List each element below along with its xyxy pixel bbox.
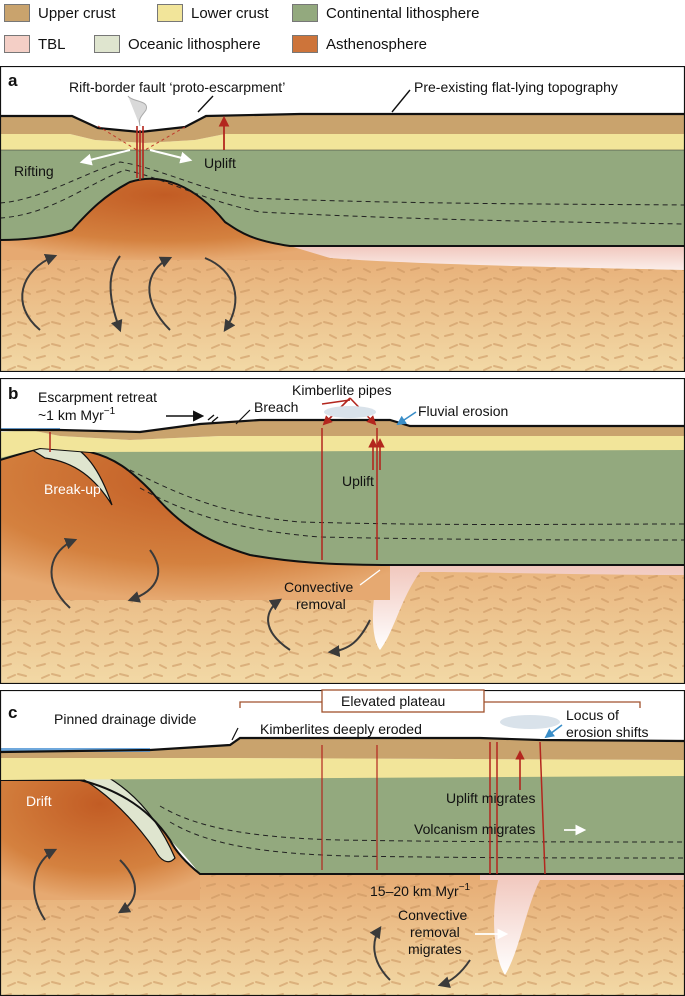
swatch-upper-crust (4, 4, 30, 22)
legend-label: Continental lithosphere (326, 4, 480, 22)
legend-upper-crust: Upper crust (4, 4, 116, 22)
fluvial-erosion-label: Fluvial erosion (418, 403, 508, 419)
swatch-tbl (4, 35, 30, 53)
uplift-migrates-label: Uplift migrates (446, 790, 535, 806)
drainage-divide-label: Pinned drainage divide (54, 711, 197, 727)
legend-label: TBL (38, 35, 66, 53)
legend-label: Asthenosphere (326, 35, 427, 53)
rifting-label: Rifting (14, 163, 54, 179)
convective-label-1: Convective (284, 579, 353, 595)
legend-continental-lithosphere: Continental lithosphere (292, 4, 479, 22)
uplift-label-b: Uplift (342, 473, 374, 489)
legend-oceanic-lithosphere: Oceanic lithosphere (94, 35, 261, 53)
rate-label-exponent: −1 (459, 882, 471, 893)
plateau-label: Elevated plateau (341, 693, 445, 709)
tbl-drip (480, 874, 685, 975)
fault-label: Rift-border fault ‘proto-escarpment’ (69, 79, 285, 95)
break-up-label: Break-up (44, 481, 101, 497)
lower-crust (0, 430, 685, 458)
lower-crust (0, 758, 685, 780)
legend-tbl: TBL (4, 35, 66, 53)
upper-crust (0, 114, 685, 143)
retreat-rate-exponent: −1 (104, 406, 116, 417)
legend-asthenosphere: Asthenosphere (292, 35, 427, 53)
breach-label: Breach (254, 399, 298, 415)
convective-removal-label-3: migrates (408, 941, 462, 957)
volcanism-migrates-label: Volcanism migrates (414, 821, 535, 837)
panel-b (0, 378, 685, 684)
rate-label: 15–20 km Myr−1 (370, 882, 471, 899)
kimberlite-pipes-label: Kimberlite pipes (292, 382, 392, 398)
continental-lithosphere (0, 150, 685, 246)
kimberlites-eroded-label: Kimberlites deeply eroded (260, 721, 422, 737)
locus-label-1: Locus of (566, 707, 619, 723)
asthenosphere-upwelling (0, 780, 200, 900)
swatch-continental-lithosphere (292, 4, 318, 22)
plateau-label-box (321, 689, 485, 713)
asthenosphere-upwelling (0, 178, 330, 260)
lower-crust (0, 134, 685, 150)
legend-lower-crust: Lower crust (157, 4, 269, 22)
panel-a (0, 66, 685, 372)
panel-c-letter: c (8, 703, 17, 722)
convective-label-2: removal (296, 596, 346, 612)
tbl (290, 246, 685, 270)
drift-label: Drift (26, 793, 52, 809)
convective-removal-label-1: Convective (398, 907, 467, 923)
topography-label: Pre-existing flat-lying topography (414, 79, 618, 95)
tbl-drip (372, 565, 685, 650)
panel-c (0, 690, 685, 996)
retreat-label-1: Escarpment retreat (38, 389, 157, 405)
upper-crust (0, 738, 685, 760)
swatch-oceanic-lithosphere (94, 35, 120, 53)
swatch-lower-crust (157, 4, 183, 22)
continental-lithosphere (0, 776, 685, 874)
panel-b-letter: b (8, 384, 18, 403)
retreat-label-2: ~1 km Myr (38, 407, 104, 423)
legend-label: Lower crust (191, 4, 269, 22)
upper-crust (0, 420, 685, 440)
locus-label-2: erosion shifts (566, 724, 648, 740)
continental-lithosphere (0, 448, 685, 565)
retreat-rate: ~1 km Myr−1 (38, 406, 116, 423)
panel-a-letter: a (8, 71, 18, 90)
legend-label: Oceanic lithosphere (128, 35, 261, 53)
swatch-asthenosphere (292, 35, 318, 53)
legend-label: Upper crust (38, 4, 116, 22)
convective-removal-label-2: removal (410, 924, 460, 940)
rate-label-text: 15–20 km Myr (370, 883, 459, 899)
uplift-label-a: Uplift (204, 155, 236, 171)
legend: Upper crust Lower crust Continental lith… (0, 0, 685, 62)
